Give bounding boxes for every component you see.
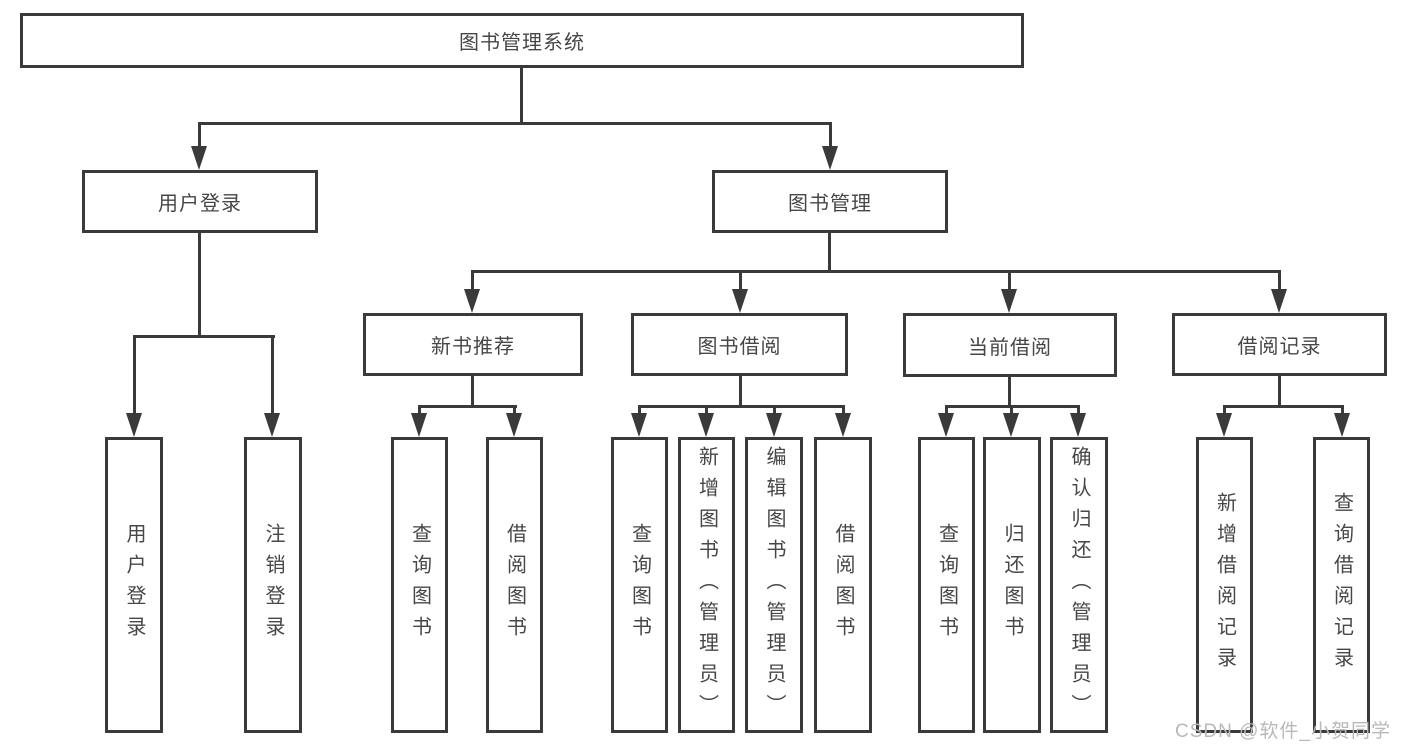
arrow-down-icon — [126, 413, 142, 437]
watermark-text: CSDN @软件_小贺同学 — [1175, 721, 1391, 742]
arrow-down-icon — [835, 413, 851, 437]
connector-line — [842, 405, 845, 417]
arrow-down-icon — [191, 146, 207, 170]
connector-line — [271, 335, 274, 415]
connector-line — [828, 233, 831, 272]
connector-line — [198, 122, 832, 125]
leaf-logout: 注销登录 — [244, 437, 302, 733]
arrow-down-icon — [938, 413, 954, 437]
connector-line — [198, 233, 201, 337]
leaf-borrow-books-recommend: 借阅图书 — [486, 437, 543, 733]
arrow-down-icon — [698, 413, 714, 437]
arrow-down-icon — [506, 413, 522, 437]
arrow-down-icon — [1216, 413, 1232, 437]
connector-line — [829, 122, 832, 150]
leaf-query-books-current: 查询图书 — [918, 437, 975, 733]
connector-line — [471, 270, 1280, 273]
connector-line — [1278, 270, 1281, 291]
connector-line — [739, 376, 742, 407]
connector-line — [638, 405, 641, 417]
connector-line — [133, 335, 136, 415]
connector-line — [773, 405, 776, 417]
node-user-login: 用户登录 — [82, 170, 318, 233]
arrow-down-icon — [1001, 289, 1017, 313]
connector-line — [198, 122, 201, 150]
connector-line — [513, 405, 516, 417]
leaf-edit-books-admin: 编辑图书（管理员） — [745, 437, 803, 733]
leaf-add-borrow-record: 新增借阅记录 — [1196, 437, 1253, 733]
connector-line — [1223, 405, 1226, 417]
leaf-query-borrow-record: 查询借阅记录 — [1313, 437, 1370, 733]
leaf-return-books: 归还图书 — [983, 437, 1041, 733]
connector-line — [520, 68, 523, 125]
arrow-down-icon — [411, 413, 427, 437]
connector-line — [1278, 376, 1281, 407]
leaf-query-books-borrowing: 查询图书 — [611, 437, 668, 733]
leaf-add-books-admin: 新增图书（管理员） — [678, 437, 735, 733]
connector-line — [705, 405, 708, 417]
arrow-down-icon — [264, 413, 280, 437]
leaf-query-books-recommend: 查询图书 — [391, 437, 448, 733]
node-book-borrowing: 图书借阅 — [631, 313, 848, 376]
connector-line — [418, 405, 421, 417]
connector-line — [1077, 405, 1080, 417]
node-root: 图书管理系统 — [20, 13, 1024, 68]
connector-line — [418, 405, 517, 408]
arrow-down-icon — [1334, 413, 1350, 437]
connector-line — [471, 270, 474, 291]
arrow-down-icon — [1070, 413, 1086, 437]
connector-line — [739, 270, 742, 291]
connector-line — [1008, 270, 1011, 291]
arrow-down-icon — [631, 413, 647, 437]
connector-line — [1008, 376, 1011, 407]
connector-line — [638, 405, 845, 408]
arrow-down-icon — [766, 413, 782, 437]
arrow-down-icon — [1271, 289, 1287, 313]
connector-line — [471, 376, 474, 407]
connector-line — [945, 405, 948, 417]
arrow-down-icon — [1003, 413, 1019, 437]
arrow-down-icon — [732, 289, 748, 313]
leaf-borrow-books: 借阅图书 — [814, 437, 872, 733]
leaf-user-login: 用户登录 — [105, 437, 163, 733]
arrow-down-icon — [822, 146, 838, 170]
connector-line — [1341, 405, 1344, 417]
connector-line — [1010, 405, 1013, 417]
connector-line — [1223, 405, 1344, 408]
node-book-management: 图书管理 — [712, 170, 948, 233]
node-current-borrowing: 当前借阅 — [903, 313, 1117, 377]
leaf-confirm-return-admin: 确认归还（管理员） — [1050, 437, 1108, 733]
connector-line — [133, 335, 275, 338]
node-borrowing-records: 借阅记录 — [1172, 313, 1387, 376]
node-new-book-recommend: 新书推荐 — [363, 313, 583, 376]
arrow-down-icon — [464, 289, 480, 313]
